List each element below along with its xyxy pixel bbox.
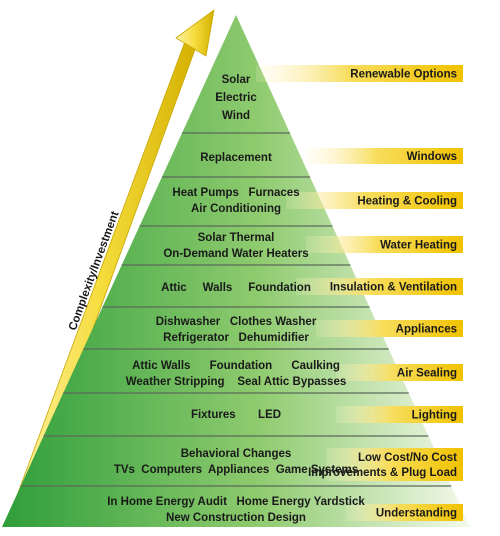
tier-5-items: Attic Walls Foundation (161, 282, 311, 294)
arrow-head (175, 9, 215, 57)
category-label-1: Renewable Options (256, 65, 463, 82)
tier-10-items: In Home Energy Audit Home Energy Yardsti… (107, 496, 365, 524)
category-label-6: Appliances (316, 320, 463, 337)
category-label-box (346, 504, 463, 521)
tier-item-text: Refrigerator Dehumidifier (163, 332, 309, 344)
category-label-7: Air Sealing (336, 364, 463, 381)
tier-item-text: Weather Stripping Seal Attic Bypasses (126, 376, 346, 388)
tier-item-text: Behavioral Changes (181, 448, 292, 460)
tier-item-text: Solar Thermal (198, 232, 275, 244)
category-label-10: Understanding (346, 504, 463, 521)
category-label-text: Insulation & Ventilation (330, 282, 457, 294)
tier-item-text: In Home Energy Audit Home Energy Yardsti… (107, 496, 365, 508)
category-label-box (326, 448, 463, 481)
tier-item-text: Wind (222, 110, 250, 122)
tier-8-items: Fixtures LED (191, 409, 281, 421)
category-label-text: Improvements & Plug Load (308, 467, 457, 479)
tier-item-text: Attic Walls Foundation Caulking (132, 360, 340, 372)
tier-item-text: TVs Computers Appliances Game Systems (114, 464, 358, 476)
category-label-box (336, 364, 463, 381)
tier-item-text: Heat Pumps Furnaces (172, 187, 299, 199)
tier-item-text: Fixtures LED (191, 409, 281, 421)
tier-item-text: Dishwasher Clothes Washer (156, 316, 317, 328)
category-label-text: Renewable Options (350, 69, 457, 81)
tier-item-text: On-Demand Water Heaters (163, 248, 308, 260)
pyramid-body (2, 15, 470, 527)
category-label-3: Heating & Cooling (286, 192, 463, 209)
category-label-text: Water Heating (380, 240, 457, 252)
tier-item-text: Air Conditioning (191, 203, 281, 215)
category-label-box (316, 320, 463, 337)
category-label-text: Heating & Cooling (357, 196, 457, 208)
category-label-box (306, 148, 463, 164)
category-label-box (296, 278, 463, 295)
category-label-text: Low Cost/No Cost (358, 452, 457, 464)
tier-2-items: Replacement (200, 152, 272, 164)
tier-item-text: Electric (215, 92, 257, 104)
category-label-box (256, 65, 463, 82)
category-label-text: Windows (407, 151, 457, 163)
category-label-box (306, 236, 463, 253)
tier-item-text: Replacement (200, 152, 272, 164)
tier-item-text: Solar (222, 74, 251, 86)
category-label-text: Air Sealing (397, 368, 457, 380)
category-label-8: Lighting (336, 406, 463, 423)
tier-item-text: New Construction Design (166, 512, 306, 524)
tier-separators (20, 132, 452, 487)
category-label-text: Appliances (396, 324, 457, 336)
category-label-box (286, 192, 463, 209)
category-label-2: Windows (306, 148, 463, 164)
tier-item-text: Attic Walls Foundation (161, 282, 311, 294)
category-label-text: Understanding (376, 508, 457, 520)
category-label-4: Water Heating (306, 236, 463, 253)
category-label-box (336, 406, 463, 423)
category-label-text: Lighting (412, 410, 457, 422)
category-label-5: Insulation & Ventilation (296, 278, 463, 295)
